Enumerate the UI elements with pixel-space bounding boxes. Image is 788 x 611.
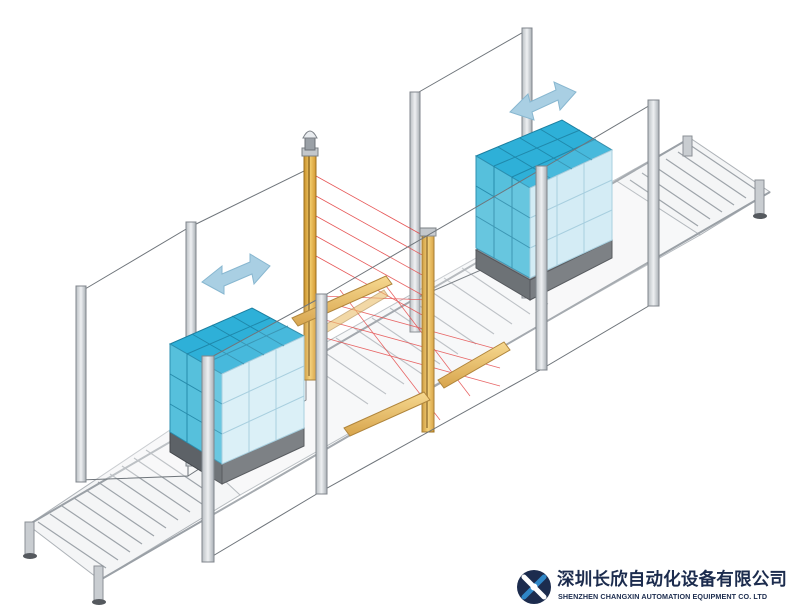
fence-post bbox=[647, 99, 660, 307]
fence-post bbox=[409, 91, 421, 333]
fence-post bbox=[535, 165, 548, 371]
fence-post bbox=[315, 293, 328, 495]
fence-front bbox=[201, 99, 660, 563]
double-arrow-icon bbox=[201, 253, 271, 295]
conveyor-feet bbox=[23, 213, 767, 605]
rollers-left bbox=[37, 449, 215, 569]
double-arrow-icon bbox=[509, 81, 577, 121]
conveyor-bed-left bbox=[27, 429, 241, 581]
signal-lamp-icon bbox=[302, 130, 318, 151]
rollers-right bbox=[629, 144, 759, 227]
company-name-en: SHENZHEN CHANGXIN AUTOMATION EQUIPMENT C… bbox=[558, 592, 768, 601]
pallet-cargo-right bbox=[474, 119, 614, 301]
changxin-logo-icon bbox=[517, 570, 551, 604]
company-name-cn: 深圳长欣自动化设备有限公司 bbox=[557, 570, 788, 590]
company-brand: 深圳长欣自动化设备有限公司 SHENZHEN CHANGXIN AUTOMATI… bbox=[515, 566, 788, 608]
fence-post bbox=[201, 355, 215, 563]
fence-post bbox=[75, 285, 87, 483]
